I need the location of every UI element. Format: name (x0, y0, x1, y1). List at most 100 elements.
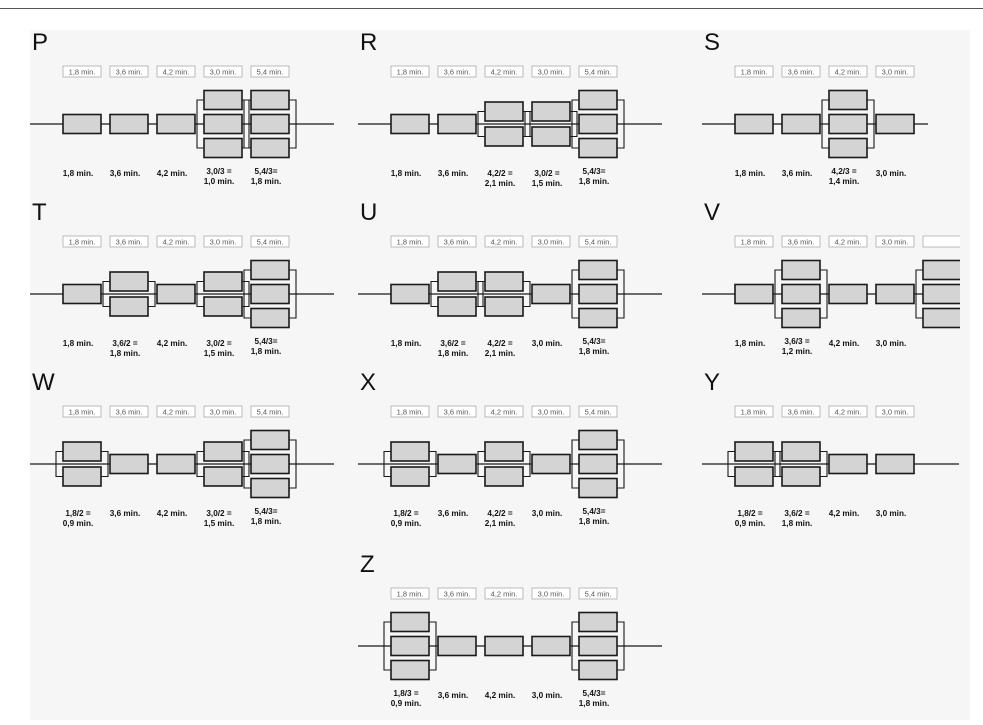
diagram-letter: Z (360, 551, 375, 578)
workstation-box (250, 137, 290, 159)
stage-caption: 1,8 min. (62, 65, 102, 78)
stage-caption: 3,6 min. (109, 65, 149, 78)
workstation-box (875, 453, 915, 475)
workstation-box (531, 283, 571, 305)
svg-text:3,6 min.: 3,6 min. (444, 68, 471, 77)
stage-caption: 4,2 min. (484, 235, 524, 248)
stage-result: 3,6 min. (438, 169, 469, 178)
stage-result: 4,2 min. (157, 169, 188, 178)
workstation-box (734, 113, 774, 135)
stage-caption: 1,8 min. (734, 405, 774, 418)
workstation-box (250, 283, 290, 305)
workstation-box (203, 466, 243, 487)
workstation-stage (437, 635, 477, 657)
stage-result: 1,8 min. (579, 517, 610, 526)
stage-caption: 3,0 min. (531, 587, 571, 600)
stage-result: 3,0 min. (876, 169, 907, 178)
workstation-box (734, 283, 774, 305)
workstation-box (109, 113, 149, 135)
stage-caption: 4,2 min. (156, 65, 196, 78)
workstation-stage (383, 611, 437, 681)
workstation-box (203, 271, 243, 292)
workstation-box (390, 611, 430, 633)
workstation-stage (531, 453, 571, 475)
stage-result: 1,8 min. (438, 349, 469, 358)
workstation-stage (109, 113, 149, 135)
svg-text:3,0 min.: 3,0 min. (882, 238, 909, 247)
workstation-stage (243, 429, 297, 499)
workstation-stage (781, 113, 821, 135)
stage-result: 5,4/3= (255, 337, 278, 346)
stage-caption: 3,6 min. (781, 235, 821, 248)
stage-result: 3,6/2 = (112, 339, 137, 348)
svg-text:1,8 min.: 1,8 min. (69, 408, 96, 417)
stage-caption: 3,0 min. (531, 65, 571, 78)
stage-result: 1,5 min. (204, 349, 235, 358)
svg-text:1,8 min.: 1,8 min. (741, 68, 768, 77)
workstation-stage (571, 429, 625, 499)
workstation-box (922, 283, 960, 305)
stage-result: 0,9 min. (391, 519, 422, 528)
svg-text:4,2 min.: 4,2 min. (491, 68, 518, 77)
workstation-stage (55, 441, 109, 487)
svg-text:1,8 min.: 1,8 min. (741, 408, 768, 417)
workstation-box (390, 441, 430, 462)
workstation-stage (734, 283, 774, 305)
diagram-p: P1,8 min.1,8 min.3,6 min.3,6 min.4,2 min… (30, 29, 334, 186)
stage-result: 4,2 min. (829, 509, 860, 518)
workstation-box (109, 271, 149, 292)
stage-caption: 3,6 min. (437, 235, 477, 248)
stage-result: 5,4/3= (583, 337, 606, 346)
workstation-box (578, 477, 618, 499)
stage-result: 3,0 min. (532, 509, 563, 518)
stage-caption: 4,2 min. (156, 405, 196, 418)
stage-result: 1,2 min. (782, 347, 813, 356)
workstation-box (875, 113, 915, 135)
workstation-box (781, 259, 821, 281)
workstation-box (828, 113, 868, 135)
workstation-box (828, 453, 868, 475)
stage-caption: 1,8 min. (62, 405, 102, 418)
diagram-z: Z1,8 min.1,8/3 =0,9 min.3,6 min.3,6 min.… (358, 551, 662, 708)
workstation-stage (102, 271, 156, 317)
stage-caption: 5,4 min. (578, 235, 618, 248)
svg-text:1,8 min.: 1,8 min. (69, 68, 96, 77)
stage-result: 4,2/3 = (831, 167, 856, 176)
workstation-box (437, 453, 477, 475)
svg-text:4,2 min.: 4,2 min. (835, 408, 862, 417)
workstation-box (109, 453, 149, 475)
svg-text:3,0 min.: 3,0 min. (538, 408, 565, 417)
svg-text:3,6 min.: 3,6 min. (116, 68, 143, 77)
diagram-letter: W (32, 369, 55, 396)
svg-text:4,2 min.: 4,2 min. (835, 238, 862, 247)
workstation-box (250, 429, 290, 451)
svg-text:5,4 min.: 5,4 min. (257, 238, 284, 247)
stage-result: 1,4 min. (829, 177, 860, 186)
diagram-u: U1,8 min.1,8 min.3,6 min.3,6/2 =1,8 min.… (358, 199, 662, 358)
workstation-box (203, 441, 243, 462)
stage-caption (922, 235, 960, 248)
svg-text:3,0 min.: 3,0 min. (882, 408, 909, 417)
workstation-stage (390, 113, 430, 135)
diagram-letter: P (32, 29, 48, 56)
svg-text:3,0 min.: 3,0 min. (538, 238, 565, 247)
stage-caption: 3,6 min. (437, 587, 477, 600)
stage-result: 1,5 min. (204, 519, 235, 528)
diagram-y: Y1,8 min.1,8/2 =0,9 min.3,6 min.3,6/2 =1… (702, 369, 959, 528)
stage-caption: 5,4 min. (250, 405, 290, 418)
top-rule (0, 8, 983, 9)
stage-caption: 3,6 min. (781, 65, 821, 78)
stage-result: 5,4/3= (583, 689, 606, 698)
stage-result: 1,8 min. (251, 177, 282, 186)
stage-result: 3,0 min. (876, 339, 907, 348)
workstation-box (578, 453, 618, 475)
workstation-box (250, 89, 290, 111)
svg-text:4,2 min.: 4,2 min. (835, 68, 862, 77)
svg-text:4,2 min.: 4,2 min. (491, 238, 518, 247)
stage-caption: 3,0 min. (203, 235, 243, 248)
workstation-stage (243, 89, 297, 159)
svg-text:1,8 min.: 1,8 min. (397, 238, 424, 247)
svg-text:5,4 min.: 5,4 min. (257, 408, 284, 417)
workstation-box (156, 453, 196, 475)
stage-result: 1,8 min. (735, 169, 766, 178)
